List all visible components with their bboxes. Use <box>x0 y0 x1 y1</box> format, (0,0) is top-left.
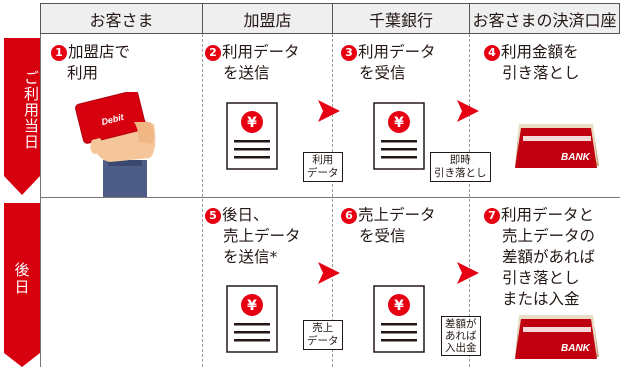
svg-text:¥: ¥ <box>394 298 404 314</box>
column-divider <box>202 34 203 367</box>
header-merchant: 加盟店 <box>202 3 333 34</box>
step-number: 3 <box>341 45 357 61</box>
step-number: 4 <box>484 45 500 61</box>
arrow-right-icon <box>318 262 340 284</box>
arrow-svg <box>318 262 340 284</box>
side-label-later: 後日 <box>12 262 31 296</box>
header-settlement-account: お客さまの決済口座 <box>469 3 620 34</box>
invoice-document-icon: ¥ <box>226 102 278 170</box>
step-number: 5 <box>205 208 221 224</box>
document-svg: ¥ <box>373 285 425 353</box>
arrow-svg <box>457 100 479 122</box>
bank-book-svg: BANK <box>515 124 599 168</box>
step-number: 6 <box>341 208 357 224</box>
label-usage-data: 利用データ <box>303 152 343 182</box>
document-svg: ¥ <box>226 102 278 170</box>
step-number: 2 <box>205 45 221 61</box>
bank-book-icon: BANK <box>513 313 601 363</box>
document-svg: ¥ <box>226 285 278 353</box>
label-difference-transfer: 差額があれば入出金 <box>441 316 481 356</box>
invoice-document-icon: ¥ <box>373 285 425 353</box>
document-svg: ¥ <box>373 102 425 170</box>
step-number: 7 <box>484 208 500 224</box>
column-divider <box>40 34 41 367</box>
column-divider <box>332 34 333 367</box>
label-sales-data: 売上データ <box>303 320 343 350</box>
label-immediate-debit: 即時引き落とし <box>430 152 491 182</box>
side-arrow-shape <box>4 203 40 367</box>
arrow-right-icon <box>318 100 340 122</box>
header-bank: 千葉銀行 <box>332 3 470 34</box>
column-divider <box>469 34 470 367</box>
arrow-right-icon <box>457 100 479 122</box>
svg-text:BANK: BANK <box>561 152 591 163</box>
hand-with-debit-card-icon: Debit <box>74 92 174 197</box>
arrow-right-icon <box>457 262 479 284</box>
svg-text:BANK: BANK <box>561 343 591 354</box>
step-number: 1 <box>51 45 67 61</box>
side-arrow-usage-day <box>3 38 41 196</box>
side-label-usage-day: ご利用当日 <box>22 70 40 150</box>
row-divider <box>40 197 620 198</box>
svg-text:¥: ¥ <box>394 115 404 131</box>
side-arrow-later <box>3 203 41 367</box>
svg-text:¥: ¥ <box>247 115 257 131</box>
side-arrow-shape <box>4 38 40 195</box>
bank-book-icon: BANK <box>513 122 601 172</box>
svg-text:¥: ¥ <box>247 298 257 314</box>
hand-card-svg: Debit <box>75 92 156 197</box>
invoice-document-icon: ¥ <box>373 102 425 170</box>
invoice-document-icon: ¥ <box>226 285 278 353</box>
arrow-svg <box>457 262 479 284</box>
arrow-svg <box>318 100 340 122</box>
header-customer: お客さま <box>40 3 203 34</box>
bank-book-svg: BANK <box>515 315 599 359</box>
